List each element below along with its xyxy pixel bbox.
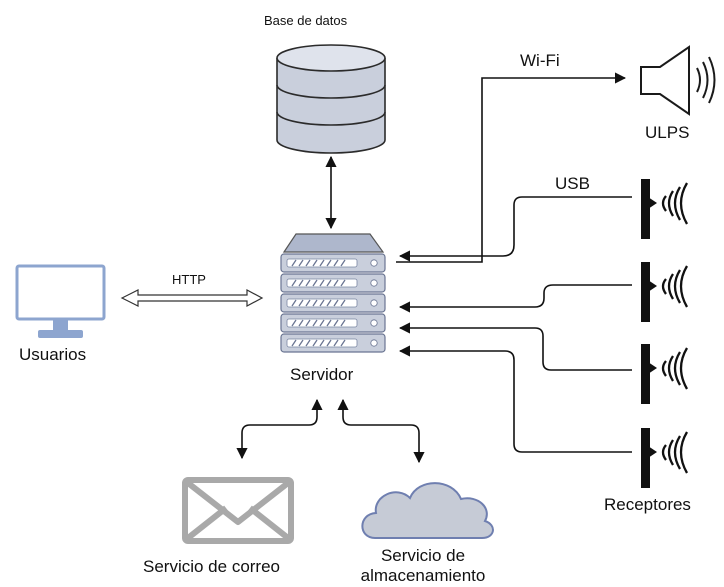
- server-icon: [280, 233, 386, 353]
- database-label: Base de datos: [264, 13, 348, 28]
- wifi-link: [396, 72, 627, 263]
- server-label: Servidor: [290, 365, 354, 384]
- storage-service-label-line2: almacenamiento: [360, 566, 486, 585]
- cloud-icon: [361, 482, 494, 539]
- ulps-label: ULPS: [645, 123, 690, 142]
- usb-label: USB: [555, 174, 590, 193]
- users-label: Usuarios: [19, 345, 87, 364]
- receiver-1-link: [398, 196, 632, 262]
- mail-link: [236, 398, 323, 460]
- receiver-2-link: [398, 284, 632, 313]
- storage-link: [337, 398, 425, 464]
- receiver-4-icon: [641, 428, 689, 488]
- envelope-icon: [182, 477, 294, 544]
- mail-service-label: Servicio de correo: [143, 557, 281, 576]
- receivers-label: Receptores: [604, 495, 691, 514]
- storage-service-label-line1: Servicio de: [380, 546, 466, 565]
- wifi-label: Wi-Fi: [520, 51, 560, 70]
- http-label: HTTP: [172, 272, 206, 287]
- receiver-2-icon: [641, 262, 689, 322]
- receiver-3-icon: [641, 344, 689, 404]
- monitor-icon: [15, 264, 106, 338]
- speaker-icon: [640, 45, 716, 116]
- receiver-3-link: [398, 322, 632, 371]
- receiver-1-icon: [641, 179, 689, 239]
- http-double-arrow: [120, 289, 264, 307]
- receiver-4-link: [398, 345, 632, 453]
- database-icon: [276, 44, 386, 154]
